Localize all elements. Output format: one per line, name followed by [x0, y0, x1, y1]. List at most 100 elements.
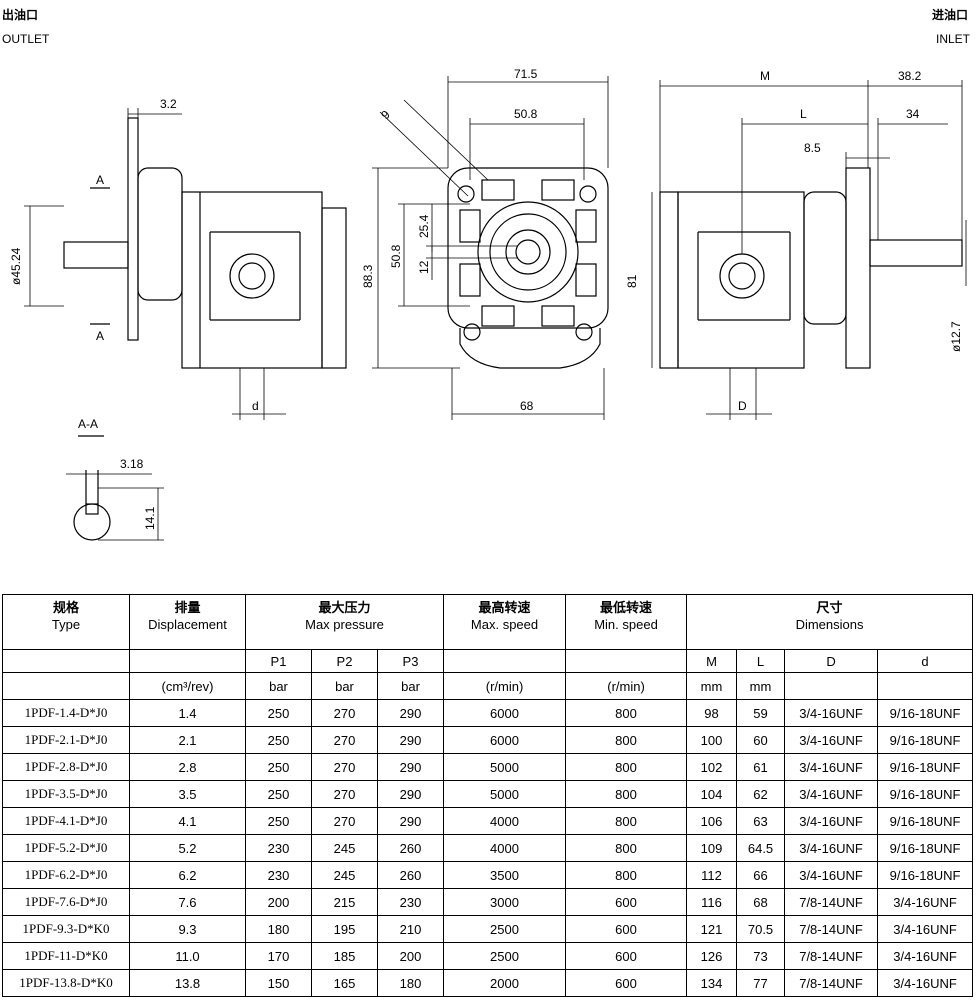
value-cell: 260	[376, 834, 445, 862]
value-cell: 230	[376, 888, 445, 916]
subheader-cell: D	[784, 649, 879, 673]
drawing-svg: 3.2 ø45.24 d A A 71.5 50.8 9 88.3 50.8 2…	[9, 67, 967, 541]
value-cell: 270	[311, 753, 378, 781]
value-cell: 4.1	[129, 807, 246, 835]
value-cell: 104	[686, 780, 738, 808]
value-cell: 63	[736, 807, 786, 835]
value-cell: 13.8	[129, 969, 246, 997]
value-cell: 116	[686, 888, 738, 916]
model-cell: 1PDF-5.2-D*J0	[2, 834, 130, 862]
value-cell: 200	[376, 942, 445, 970]
dim-34: 34	[906, 107, 920, 121]
value-cell: 73	[736, 942, 786, 970]
value-cell: 7/8-14UNF	[784, 915, 879, 943]
value-cell: 77	[736, 969, 786, 997]
value-cell: 9/16-18UNF	[877, 726, 974, 754]
subheader-cell	[443, 649, 567, 673]
subheader-cell	[129, 649, 246, 673]
dim-dia-45: ø45.24	[9, 247, 23, 285]
dim-38-2: 38.2	[898, 69, 922, 83]
value-cell: 260	[376, 861, 445, 889]
value-cell: 1.4	[129, 699, 246, 727]
value-cell: 60	[736, 726, 786, 754]
inlet-label-en: INLET	[936, 32, 971, 46]
value-cell: 9/16-18UNF	[877, 699, 974, 727]
value-cell: 270	[311, 726, 378, 754]
section-aa	[73, 435, 111, 541]
unit-cell: (cm³/rev)	[129, 672, 246, 700]
value-cell: 66	[736, 861, 786, 889]
value-cell: 250	[245, 780, 312, 808]
right-view	[659, 167, 963, 369]
value-cell: 600	[565, 969, 688, 997]
value-cell: 7/8-14UNF	[784, 888, 879, 916]
arrow-a-top: A	[96, 173, 104, 187]
model-cell: 1PDF-4.1-D*J0	[2, 807, 130, 835]
unit-cell	[877, 672, 974, 700]
value-cell: 9/16-18UNF	[877, 861, 974, 889]
value-cell: 3/4-16UNF	[784, 699, 879, 727]
value-cell: 5.2	[129, 834, 246, 862]
section-aa-label: A-A	[78, 417, 98, 431]
value-cell: 290	[376, 726, 445, 754]
model-cell: 1PDF-7.6-D*J0	[2, 888, 130, 916]
value-cell: 98	[686, 699, 738, 727]
dimension-lines	[24, 76, 967, 541]
model-cell: 1PDF-1.4-D*J0	[2, 699, 130, 727]
subheader-cell	[565, 649, 688, 673]
model-cell: 1PDF-6.2-D*J0	[2, 861, 130, 889]
value-cell: 290	[376, 807, 445, 835]
dim-50-8-side: 50.8	[389, 244, 403, 268]
value-cell: 230	[245, 834, 312, 862]
value-cell: 3/4-16UNF	[784, 861, 879, 889]
value-cell: 250	[245, 726, 312, 754]
value-cell: 180	[376, 969, 445, 997]
unit-cell: (r/min)	[565, 672, 688, 700]
value-cell: 6000	[443, 726, 567, 754]
subheader-cell: M	[686, 649, 738, 673]
value-cell: 3/4-16UNF	[784, 807, 879, 835]
value-cell: 245	[311, 861, 378, 889]
value-cell: 59	[736, 699, 786, 727]
value-cell: 290	[376, 699, 445, 727]
dim-88-3: 88.3	[361, 264, 375, 288]
value-cell: 2.8	[129, 753, 246, 781]
value-cell: 121	[686, 915, 738, 943]
value-cell: 600	[565, 915, 688, 943]
value-cell: 290	[376, 753, 445, 781]
unit-cell	[784, 672, 879, 700]
value-cell: 3/4-16UNF	[784, 780, 879, 808]
value-cell: 106	[686, 807, 738, 835]
value-cell: 6000	[443, 699, 567, 727]
value-cell: 3/4-16UNF	[784, 834, 879, 862]
value-cell: 2500	[443, 942, 567, 970]
value-cell: 9/16-18UNF	[877, 753, 974, 781]
value-cell: 62	[736, 780, 786, 808]
dim-68: 68	[520, 399, 534, 413]
technical-drawing: 出油口 OUTLET 进油口 INLET	[2, 8, 971, 541]
value-cell: 3/4-16UNF	[877, 942, 974, 970]
value-cell: 134	[686, 969, 738, 997]
outlet-label-en: OUTLET	[2, 32, 50, 46]
dim-50-8-top: 50.8	[514, 107, 538, 121]
model-cell: 1PDF-2.1-D*J0	[2, 726, 130, 754]
value-cell: 230	[245, 861, 312, 889]
value-cell: 270	[311, 780, 378, 808]
value-cell: 800	[565, 807, 688, 835]
model-cell: 1PDF-3.5-D*J0	[2, 780, 130, 808]
dim-25-4: 25.4	[417, 214, 431, 238]
value-cell: 2000	[443, 969, 567, 997]
